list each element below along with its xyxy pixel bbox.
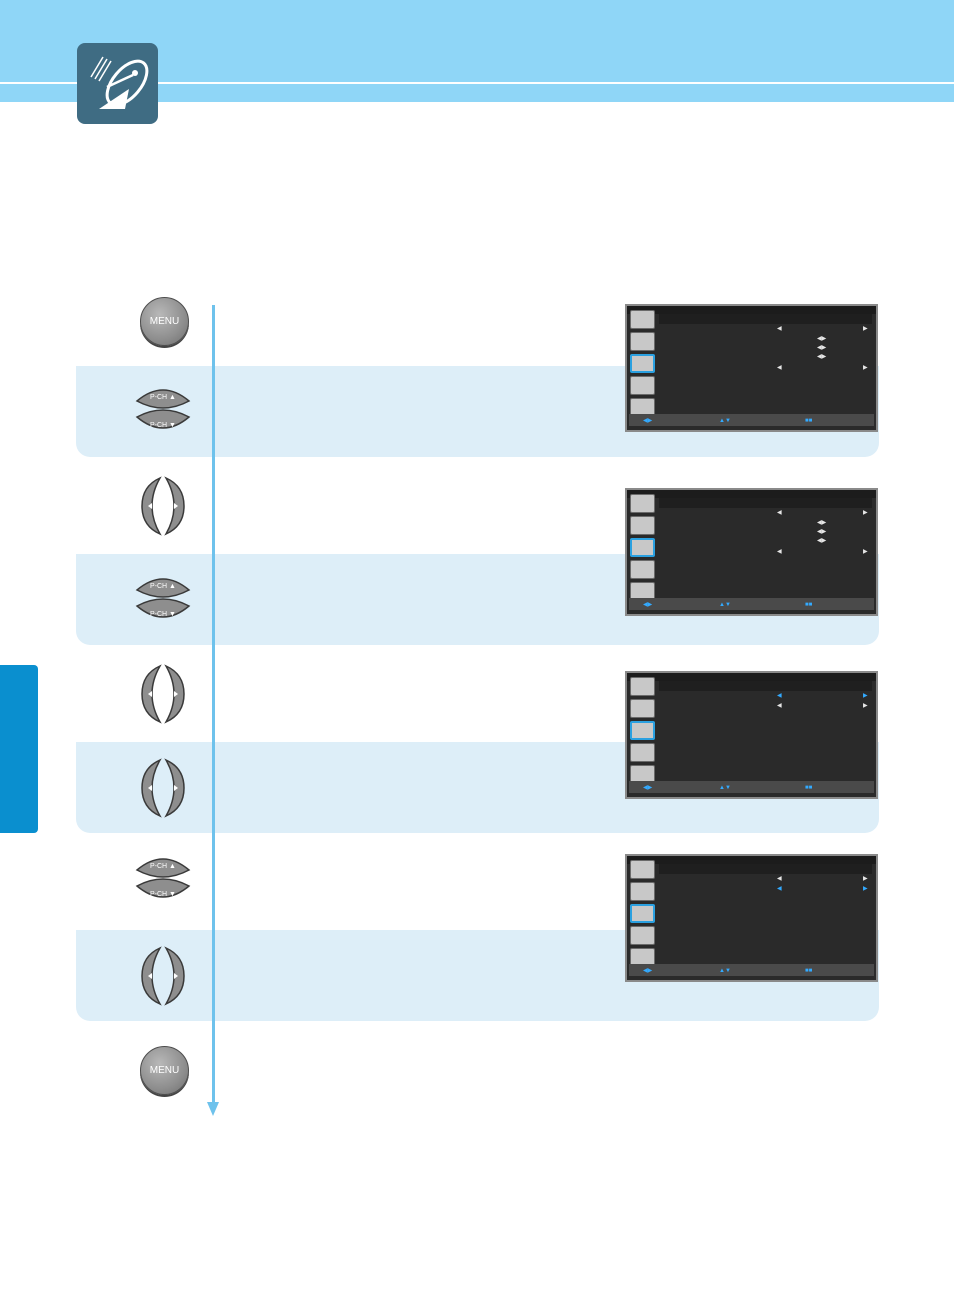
volume-left-right-button[interactable] <box>136 662 190 726</box>
picture-icon <box>630 494 655 513</box>
arrow-left-right-icon: ◀▶ <box>817 538 827 544</box>
osd-screen-1: ◀ ▶ ◀▶ ◀▶ ◀▶ ◀ ▶ ◀▶ ▲▼ ■■ <box>625 304 878 432</box>
arrow-right-icon: ▶ <box>863 886 868 892</box>
osd-footer-bar <box>629 781 874 793</box>
osd-top-bar <box>627 673 876 681</box>
arrow-right-icon: ▶ <box>863 326 868 332</box>
setup-icon <box>630 560 655 579</box>
arrow-right-icon: ▶ <box>863 703 868 709</box>
menu-button-label: MENU <box>149 316 180 327</box>
footer-select-icon: ▲▼ <box>719 602 731 608</box>
osd-icon-column <box>630 677 657 787</box>
pch-down-label: P-CH ▼ <box>150 891 176 898</box>
picture-icon <box>630 860 655 879</box>
arrow-left-icon: ◀ <box>777 326 782 332</box>
arrow-right-icon: ▶ <box>863 693 868 699</box>
channel-icon <box>630 721 655 740</box>
arrow-right-icon: ▶ <box>863 510 868 516</box>
arrow-left-icon: ◀ <box>777 703 782 709</box>
arrow-left-icon: ◀ <box>777 365 782 371</box>
section-tab <box>0 665 38 833</box>
osd-icon-column <box>630 310 657 420</box>
sound-icon <box>630 516 655 535</box>
osd-footer-bar <box>629 598 874 610</box>
footer-move-icon: ◀▶ <box>643 968 653 974</box>
volume-left-right-button[interactable] <box>136 474 190 538</box>
pch-up-label: P-CH ▲ <box>150 863 176 870</box>
pch-down-label: P-CH ▼ <box>150 422 176 429</box>
channel-icon <box>630 538 655 557</box>
channel-up-down-button[interactable]: P-CH ▲ P-CH ▼ <box>133 852 193 904</box>
footer-move-icon: ◀▶ <box>643 418 653 424</box>
osd-screen-3: ◀ ▶ ◀ ▶ ◀▶ ▲▼ ■■ <box>625 671 878 799</box>
channel-up-down-button[interactable]: P-CH ▲ P-CH ▼ <box>133 572 193 624</box>
footer-select-icon: ▲▼ <box>719 418 731 424</box>
setup-icon <box>630 743 655 762</box>
footer-select-icon: ▲▼ <box>719 968 731 974</box>
arrow-left-icon: ◀ <box>777 549 782 555</box>
satellite-dish-icon <box>77 43 158 124</box>
osd-title-row <box>659 681 872 691</box>
osd-title-row <box>659 314 872 324</box>
setup-icon <box>630 376 655 395</box>
osd-top-bar <box>627 490 876 498</box>
osd-title-row <box>659 864 872 874</box>
header-band <box>0 0 954 102</box>
footer-select-icon: ▲▼ <box>719 785 731 791</box>
sound-icon <box>630 699 655 718</box>
channel-up-down-button[interactable]: P-CH ▲ P-CH ▼ <box>133 383 193 435</box>
osd-screen-2: ◀ ▶ ◀▶ ◀▶ ◀▶ ◀ ▶ ◀▶ ▲▼ ■■ <box>625 488 878 616</box>
pch-up-label: P-CH ▲ <box>150 583 176 590</box>
osd-icon-column <box>630 860 657 970</box>
menu-button[interactable]: MENU <box>140 297 189 346</box>
arrow-left-right-icon: ◀▶ <box>817 354 827 360</box>
arrow-left-icon: ◀ <box>777 876 782 882</box>
osd-top-bar <box>627 856 876 864</box>
sound-icon <box>630 332 655 351</box>
arrow-right-icon: ▶ <box>863 365 868 371</box>
channel-icon <box>630 354 655 373</box>
osd-title-row <box>659 498 872 508</box>
footer-exit-icon: ■■ <box>805 968 813 974</box>
picture-icon <box>630 677 655 696</box>
flow-arrow-icon <box>207 1102 219 1116</box>
picture-icon <box>630 310 655 329</box>
osd-footer-bar <box>629 964 874 976</box>
arrow-left-right-icon: ◀▶ <box>817 520 827 526</box>
osd-icon-column <box>630 494 657 604</box>
osd-footer-bar <box>629 414 874 426</box>
channel-icon <box>630 904 655 923</box>
osd-top-bar <box>627 306 876 314</box>
flow-line <box>212 305 215 1105</box>
arrow-left-right-icon: ◀▶ <box>817 336 827 342</box>
header-divider <box>0 82 954 84</box>
arrow-left-icon: ◀ <box>777 693 782 699</box>
volume-left-right-button[interactable] <box>136 756 190 820</box>
footer-move-icon: ◀▶ <box>643 602 653 608</box>
setup-icon <box>630 926 655 945</box>
pch-up-label: P-CH ▲ <box>150 394 176 401</box>
arrow-left-right-icon: ◀▶ <box>817 345 827 351</box>
sound-icon <box>630 882 655 901</box>
arrow-right-icon: ▶ <box>863 876 868 882</box>
osd-screen-4: ◀ ▶ ◀ ▶ ◀▶ ▲▼ ■■ <box>625 854 878 982</box>
menu-button[interactable]: MENU <box>140 1046 189 1095</box>
arrow-left-icon: ◀ <box>777 886 782 892</box>
volume-left-right-button[interactable] <box>136 944 190 1008</box>
footer-exit-icon: ■■ <box>805 785 813 791</box>
menu-button-label: MENU <box>149 1065 180 1076</box>
footer-exit-icon: ■■ <box>805 602 813 608</box>
arrow-left-icon: ◀ <box>777 510 782 516</box>
footer-exit-icon: ■■ <box>805 418 813 424</box>
arrow-left-right-icon: ◀▶ <box>817 529 827 535</box>
arrow-right-icon: ▶ <box>863 549 868 555</box>
pch-down-label: P-CH ▼ <box>150 611 176 618</box>
footer-move-icon: ◀▶ <box>643 785 653 791</box>
